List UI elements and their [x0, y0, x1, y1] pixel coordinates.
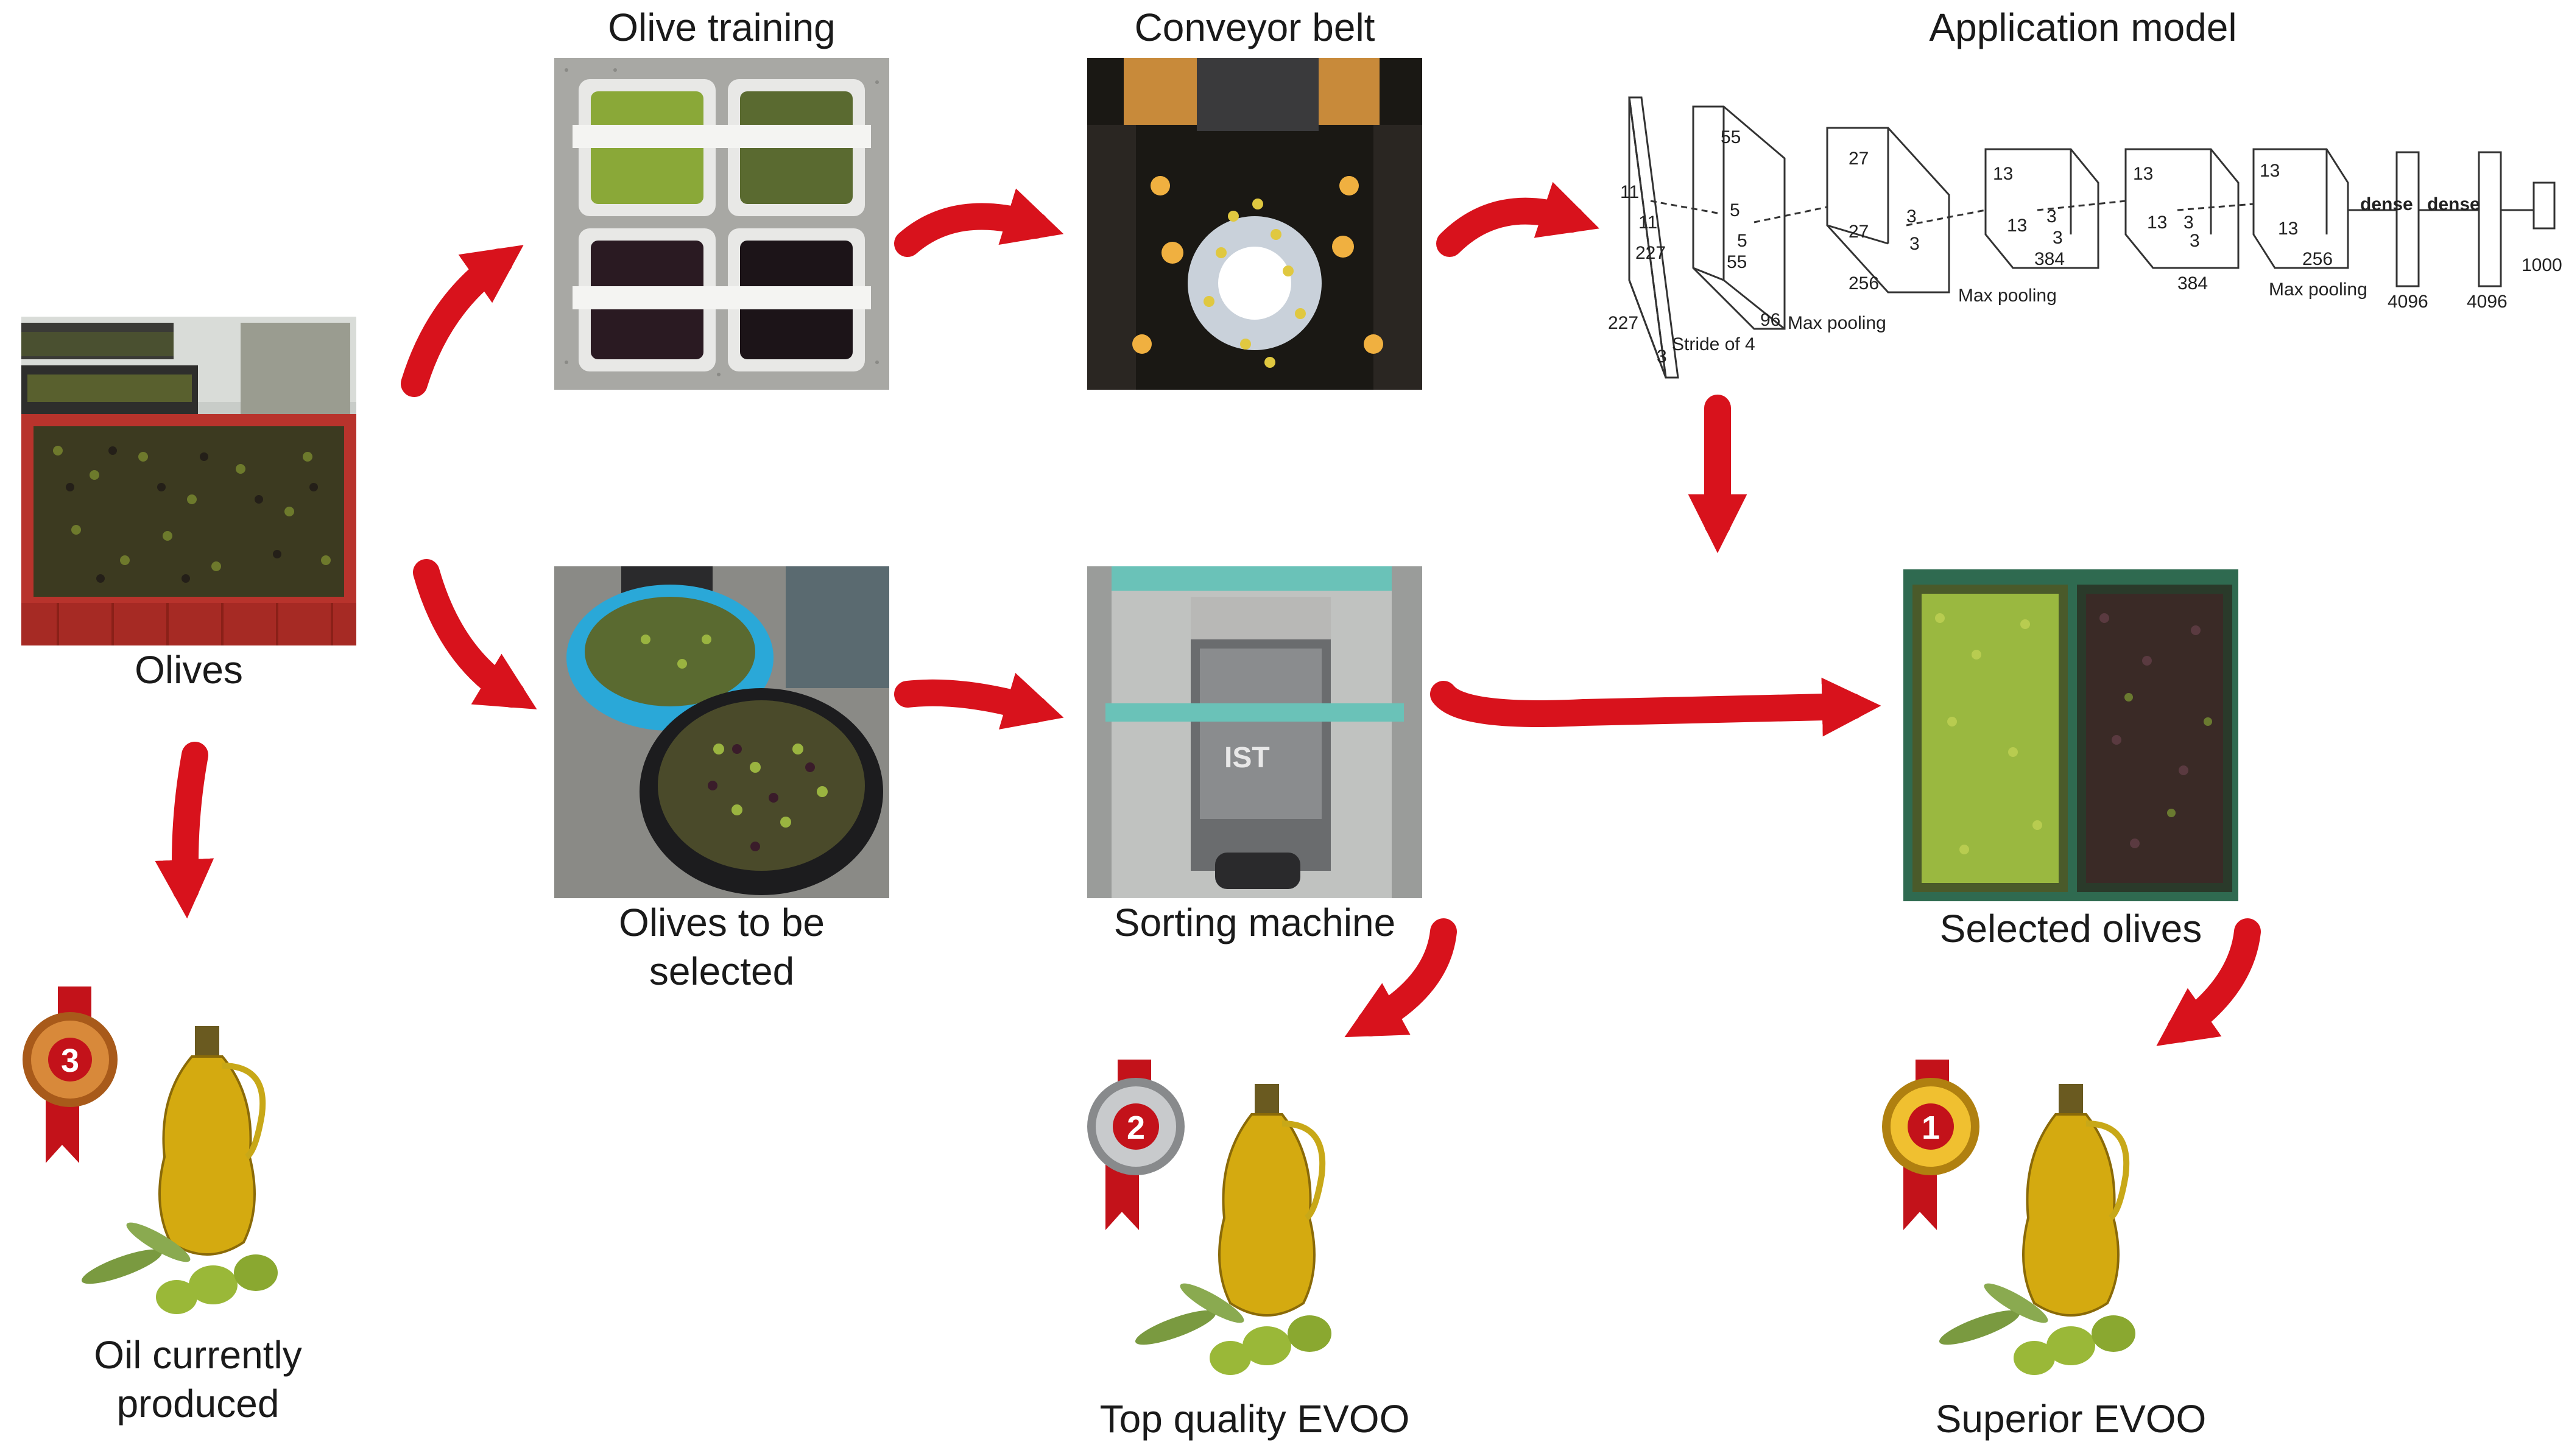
silver-medal-number: 2 [1127, 1110, 1145, 1146]
sorting-brand-logo: IST [1224, 742, 1270, 774]
silver-medal: 2 [1087, 1060, 1185, 1230]
olives-label: Olives [135, 648, 243, 692]
cnn-c1-55b: 55 [1727, 252, 1747, 272]
sorting-machine-label: Sorting machine [1113, 901, 1396, 944]
cnn-c1-5a: 5 [1730, 200, 1740, 220]
arrow-sorter-to-selected [1430, 677, 1881, 737]
oil-bottle-silver: 2 [1087, 1060, 1331, 1375]
gold-medal-number: 1 [1922, 1110, 1940, 1146]
cnn-in-3: 3 [1657, 346, 1667, 367]
cnn-pool1: Max pooling [1788, 313, 1886, 333]
cnn-in-227a: 227 [1635, 243, 1666, 263]
oil-bottle-bronze: 3 [23, 986, 278, 1314]
cnn-c4-3a: 3 [2184, 213, 2194, 233]
superior-evoo-label: Superior EVOO [1935, 1397, 2207, 1441]
application-model-label: Application model [1929, 5, 2237, 49]
olives-photo [21, 317, 356, 645]
cnn-c3-3a: 3 [2046, 206, 2057, 227]
cnn-c4-13a: 13 [2133, 164, 2153, 184]
silver-olive-branch [1135, 1283, 1331, 1375]
bronze-medal: 3 [23, 986, 118, 1163]
cnn-c4-384: 384 [2177, 273, 2208, 294]
cnn-c4-13b: 13 [2147, 213, 2167, 233]
bronze-medal-number: 3 [61, 1043, 79, 1079]
cnn-c3-13a: 13 [1993, 164, 2013, 184]
cnn-dense1: dense [2360, 194, 2413, 214]
cnn-c4-3b: 3 [2190, 231, 2200, 251]
cnn-c1-55a: 55 [1721, 127, 1741, 147]
oil-currently-produced-label: Oil currently produced [30, 1331, 365, 1428]
bronze-oil-jug [158, 1026, 266, 1256]
arrow-training-to-conveyor [894, 188, 1064, 257]
olives-to-be-selected-photo [554, 566, 889, 898]
silver-oil-jug [1218, 1084, 1326, 1317]
gold-medal: 1 [1882, 1060, 1979, 1230]
olives-to-be-selected-label: Olives to be selected [569, 898, 874, 996]
selected-olives-label: Selected olives [1939, 907, 2202, 951]
cnn-c2-3b: 3 [1909, 234, 1920, 254]
cnn-c2-3a: 3 [1906, 206, 1917, 227]
sorting-machine-photo: IST [1087, 566, 1422, 898]
gold-oil-jug [2022, 1084, 2130, 1317]
conveyor-belt-photo [1087, 58, 1422, 390]
cnn-c3-384: 384 [2034, 249, 2065, 269]
cnn-c5-13a: 13 [2260, 161, 2280, 181]
arrow-selection-to-sorter [894, 672, 1064, 730]
cnn-in-11a: 11 [1620, 182, 1639, 202]
arrow-olives-to-current-oil [155, 742, 214, 919]
cnn-c5-13b: 13 [2278, 219, 2298, 239]
cnn-c3-13b: 13 [2007, 216, 2027, 236]
arrow-olives-to-selection [413, 559, 537, 709]
cnn-out: 1000 [2522, 255, 2562, 275]
cnn-pool2: Max pooling [1958, 286, 2057, 306]
cnn-c5-256: 256 [2302, 249, 2333, 269]
olives-to-be-selected-line1: Olives to be [619, 901, 825, 944]
cnn-c2-256: 256 [1849, 273, 1879, 294]
conveyor-belt-label: Conveyor belt [1134, 5, 1375, 49]
olives-to-be-selected-line2: selected [649, 949, 795, 993]
arrow-conveyor-to-model [1436, 181, 1599, 257]
oil-currently-line1: Oil currently [94, 1333, 302, 1377]
cnn-architecture-diagram: 11 11 227 227 3 Stride of 4 55 5 5 55 96… [1608, 96, 2562, 379]
cnn-c1-96: 96 [1760, 310, 1780, 330]
selected-olives-photo [1903, 569, 2238, 901]
oil-bottle-gold: 1 [1882, 1060, 2135, 1375]
cnn-fc1: 4096 [2388, 292, 2428, 312]
cnn-stride: Stride of 4 [1672, 334, 1755, 354]
cnn-dense2: dense [2427, 194, 2480, 214]
top-quality-evoo-label: Top quality EVOO [1099, 1397, 1410, 1441]
olive-training-label: Olive training [608, 5, 836, 49]
cnn-c1-5b: 5 [1737, 231, 1747, 251]
olive-training-photo [554, 58, 889, 390]
cnn-c2-27b: 27 [1849, 222, 1869, 242]
arrow-olives-to-training [401, 245, 524, 397]
cnn-in-227b: 227 [1608, 313, 1638, 333]
oil-currently-line2: produced [116, 1382, 280, 1426]
cnn-in-11b: 11 [1638, 213, 1657, 233]
gold-olive-branch [1939, 1283, 2135, 1375]
cnn-c2-27a: 27 [1849, 149, 1869, 169]
cnn-fc2: 4096 [2467, 292, 2508, 312]
cnn-c3-3b: 3 [2053, 228, 2063, 248]
cnn-pool3: Max pooling [2269, 280, 2367, 300]
bronze-olive-branch [81, 1222, 278, 1314]
